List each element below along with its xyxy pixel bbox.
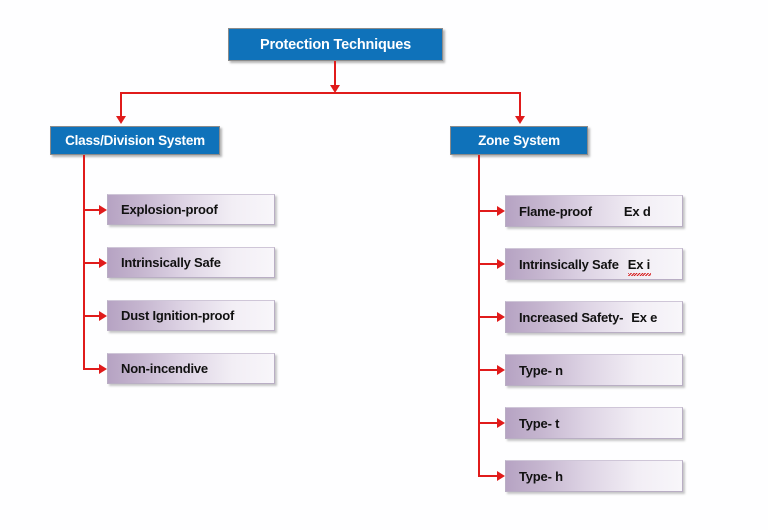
connector-bus-to-left: [120, 92, 122, 117]
leaf-explosion-proof[interactable]: Explosion-proof: [107, 194, 275, 225]
leaf-label: Intrinsically Safe: [121, 255, 221, 270]
leaf-label: Intrinsically Safe: [519, 256, 619, 272]
connector-left-arm-2: [83, 262, 103, 264]
arrowhead-left-4: [99, 364, 107, 374]
connector-right-arm-6: [478, 475, 501, 477]
arrowhead-right-5: [497, 418, 505, 428]
leaf-intrinsically-safe-exi[interactable]: Intrinsically Safe Ex i: [505, 248, 683, 280]
connector-bus-to-right: [519, 92, 521, 117]
arrowhead-bus-to-class-division: [116, 116, 126, 124]
leaf-label: Type- t: [519, 415, 560, 431]
leaf-code: Ex e: [631, 309, 658, 325]
arrowhead-right-4: [497, 365, 505, 375]
leaf-label: Type- h: [519, 468, 563, 484]
leaf-label: Increased Safety-: [519, 309, 624, 325]
connector-bus-horizontal: [120, 92, 521, 94]
connector-left-arm-3: [83, 315, 103, 317]
leaf-intrinsically-safe[interactable]: Intrinsically Safe: [107, 247, 275, 278]
arrowhead-left-2: [99, 258, 107, 268]
arrowhead-right-3: [497, 312, 505, 322]
node-zone-system[interactable]: Zone System: [450, 126, 588, 155]
node-protection-techniques[interactable]: Protection Techniques: [228, 28, 443, 61]
connector-right-arm-4: [478, 369, 501, 371]
leaf-label: Flame-proof: [519, 203, 592, 219]
connector-root-stem: [334, 61, 336, 87]
arrowhead-bus-to-zone: [515, 116, 525, 124]
leaf-flame-proof[interactable]: Flame-proof Ex d: [505, 195, 683, 227]
leaf-label: Dust Ignition-proof: [121, 308, 235, 323]
leaf-label: Type- n: [519, 362, 563, 378]
connector-right-arm-5: [478, 422, 501, 424]
leaf-label: Non-incendive: [121, 361, 208, 376]
leaf-increased-safety[interactable]: Increased Safety- Ex e: [505, 301, 683, 333]
node-label: Protection Techniques: [259, 36, 412, 53]
connector-right-arm-3: [478, 316, 501, 318]
arrowhead-root-to-bus: [330, 85, 340, 93]
arrowhead-left-1: [99, 205, 107, 215]
node-label: Class/Division System: [65, 133, 205, 148]
connector-left-arm-1: [83, 209, 103, 211]
leaf-code: Ex d: [623, 203, 651, 219]
node-class-division-system[interactable]: Class/Division System: [50, 126, 220, 155]
arrowhead-right-1: [497, 206, 505, 216]
leaf-type-h[interactable]: Type- h: [505, 460, 683, 492]
connector-right-arm-1: [478, 210, 501, 212]
leaf-dust-ignition-proof[interactable]: Dust Ignition-proof: [107, 300, 275, 331]
connector-left-arm-4: [83, 368, 103, 370]
leaf-type-n[interactable]: Type- n: [505, 354, 683, 386]
leaf-non-incendive[interactable]: Non-incendive: [107, 353, 275, 384]
arrowhead-right-2: [497, 259, 505, 269]
leaf-code: Ex i: [627, 256, 652, 276]
node-label: Zone System: [478, 133, 560, 148]
leaf-type-t[interactable]: Type- t: [505, 407, 683, 439]
arrowhead-right-6: [497, 471, 505, 481]
leaf-label: Explosion-proof: [121, 202, 218, 217]
arrowhead-left-3: [99, 311, 107, 321]
connector-right-arm-2: [478, 263, 501, 265]
